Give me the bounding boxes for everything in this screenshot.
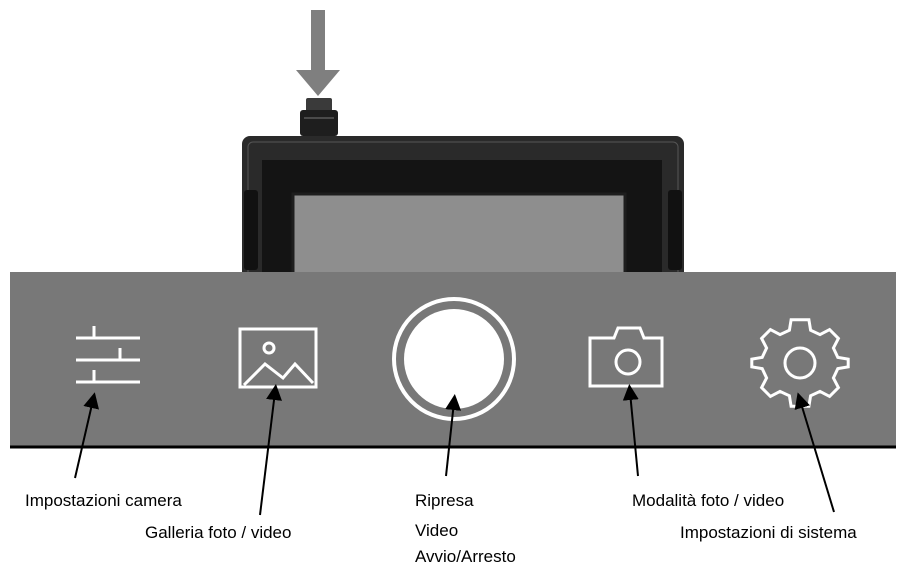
label-gallery: Galleria foto / video [145, 523, 292, 542]
device-top-button [300, 98, 338, 136]
sliders-icon[interactable] [76, 326, 140, 384]
callout-lines [74, 384, 835, 516]
camera-icon[interactable] [588, 326, 664, 388]
callout-gallery [259, 384, 282, 516]
press-arrow [296, 10, 340, 96]
callout-record [445, 394, 462, 477]
label-record-line2: Video [415, 521, 459, 540]
label-record-line3: Avvio/Arresto [415, 547, 516, 566]
callout-camera-settings [74, 392, 99, 479]
label-record-line1: Ripresa [415, 491, 474, 510]
callout-system-settings [794, 392, 835, 513]
device-screen [291, 192, 627, 288]
callout-mode [622, 384, 639, 477]
label-mode: Modalità foto / video [632, 491, 785, 510]
record-circle-icon[interactable] [392, 297, 516, 421]
label-system-settings: Impostazioni di sistema [680, 523, 857, 542]
label-camera-settings: Impostazioni camera [25, 491, 182, 510]
